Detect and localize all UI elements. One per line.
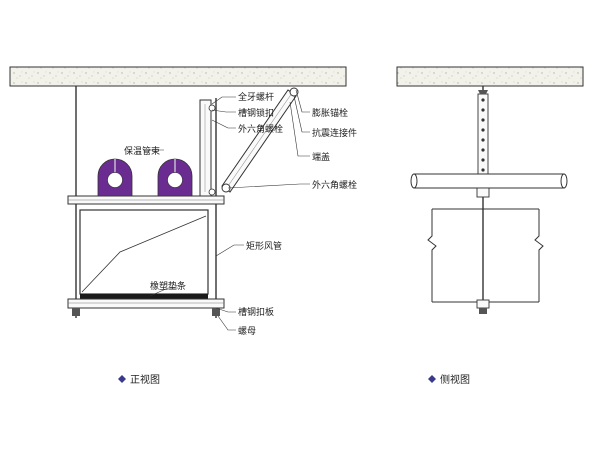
front-view: 全牙螺杆 槽钢锁扣 外六角螺栓 保温管束 膨胀锚栓 抗震连接件 端盖 外六角螺栓… [9, 66, 357, 386]
side-pipe [410, 173, 568, 189]
label-end-cap: 端盖 [312, 151, 330, 163]
nut-left [72, 308, 80, 316]
side-seismic-link [477, 90, 489, 175]
label-seismic-connector: 抗震连接件 [312, 127, 357, 139]
nut-right [212, 308, 220, 316]
ceiling-slab [9, 66, 347, 87]
label-channel-lock: 槽钢锁扣 [238, 107, 274, 119]
duct-fold-line [81, 215, 207, 293]
label-rubber-pad: 橡塑垫条 [150, 280, 186, 292]
label-hex-bolt-upper: 外六角螺栓 [238, 123, 283, 135]
label-threaded-rod: 全牙螺杆 [238, 91, 274, 103]
insulated-clamp-left [97, 158, 133, 197]
bullet-diamond-icon-side [428, 375, 436, 383]
side-view: 侧视图 [396, 66, 584, 386]
side-nut [479, 308, 487, 314]
label-nut: 螺母 [238, 326, 256, 337]
caption-front-view: 正视图 [130, 373, 160, 386]
label-channel-plate: 槽钢扣板 [238, 306, 274, 318]
rect-duct [79, 209, 209, 295]
leader-lines [145, 89, 310, 331]
label-hex-bolt-lower: 外六角螺栓 [312, 179, 357, 191]
label-expansion-anchor: 膨胀锚栓 [312, 107, 348, 119]
side-bottom-channel [476, 299, 490, 309]
side-ceiling-slab [396, 66, 584, 87]
insulated-clamp-right [157, 158, 193, 197]
rubber-pad [80, 294, 208, 299]
side-duct [427, 208, 544, 303]
bullet-diamond-icon [118, 375, 126, 383]
side-top-channel [476, 187, 490, 198]
seismic-brace [199, 87, 299, 197]
label-insulated-clamp: 保温管束 [124, 145, 160, 157]
bottom-channel-beam [67, 298, 225, 309]
caption-side-view: 侧视图 [440, 373, 470, 386]
label-rect-duct: 矩形风管 [246, 240, 282, 252]
